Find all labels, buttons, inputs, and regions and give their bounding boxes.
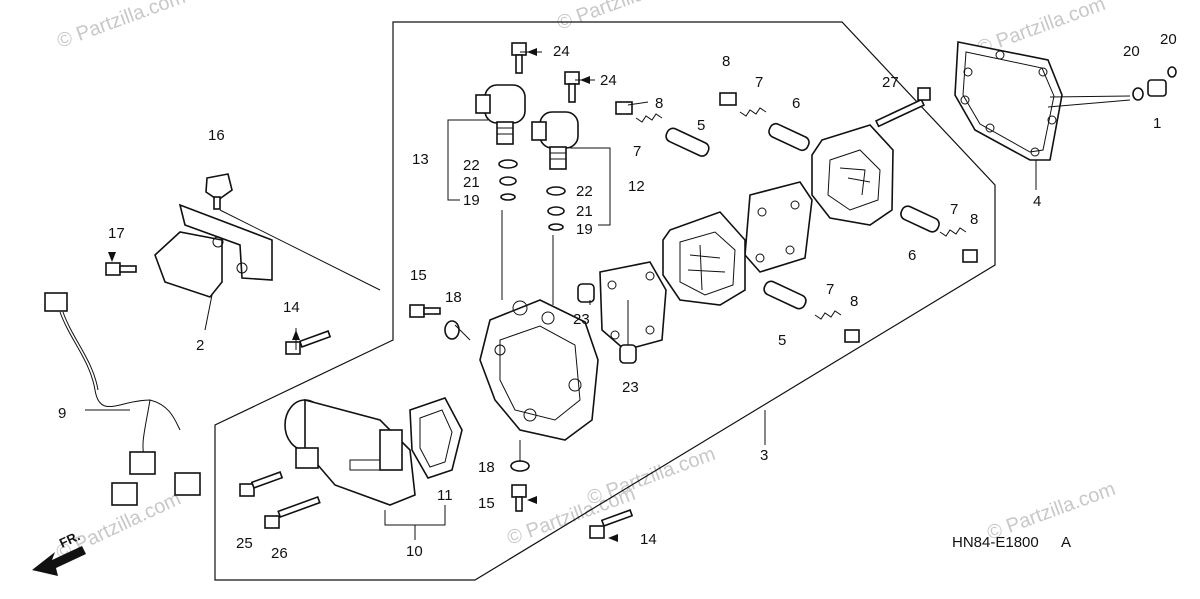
diagram-code: HN84-E1800 [952, 534, 1039, 551]
callout-8: 8 [850, 293, 858, 310]
small-bolts [105, 262, 634, 539]
callout-19: 19 [463, 192, 480, 209]
callout-14: 14 [640, 531, 657, 548]
callout-3: 3 [760, 447, 768, 464]
bolt-27 [875, 87, 931, 128]
callout-7: 7 [950, 201, 958, 218]
linear-solenoid-10 [284, 398, 416, 506]
bracket-2 [154, 203, 273, 298]
callout-4: 4 [1033, 193, 1041, 210]
callout-27: 27 [882, 74, 899, 91]
callout-21: 21 [576, 203, 593, 220]
callout-7: 7 [755, 74, 763, 91]
callout-7: 7 [633, 143, 641, 160]
callout-11: 11 [437, 487, 453, 504]
callout-6: 6 [908, 247, 916, 264]
callout-2: 2 [196, 337, 204, 354]
watermark: © Partzilla.com [584, 443, 718, 510]
callout-18: 18 [478, 459, 495, 476]
callout-7: 7 [826, 281, 834, 298]
callout-16: 16 [208, 127, 225, 144]
cover-plate [954, 41, 1063, 161]
o-rings [498, 159, 566, 231]
callout-8: 8 [970, 211, 978, 228]
callout-1: 1 [1153, 115, 1161, 132]
callout-9: 9 [58, 405, 66, 422]
main-valve-body [479, 299, 599, 441]
gasket-11 [409, 397, 463, 479]
callout-19: 19 [576, 221, 593, 238]
separator-plate [744, 181, 813, 273]
leader-lines [85, 51, 1131, 540]
callout-22: 22 [576, 183, 593, 200]
callout-15: 15 [478, 495, 495, 512]
callout-8: 8 [655, 95, 663, 112]
callout-26: 26 [271, 545, 288, 562]
callout-15: 15 [410, 267, 427, 284]
callout-18: 18 [445, 289, 462, 306]
callout-labels: 24 24 8 8 7 6 27 20 20 1 4 5 7 16 13 22 … [58, 31, 1177, 562]
clip-16 [205, 173, 233, 210]
upper-valve-body [811, 124, 894, 226]
watermark: © Partzilla.com [54, 0, 188, 53]
callout-23: 23 [622, 379, 639, 396]
callout-13: 13 [412, 151, 429, 168]
callout-21: 21 [463, 174, 480, 191]
callout-25: 25 [236, 535, 253, 552]
solenoid-12 [531, 111, 579, 170]
callout-5: 5 [697, 117, 705, 134]
solenoid-13 [475, 84, 526, 145]
callout-20: 20 [1123, 43, 1140, 60]
diagram-code-suffix: A [1061, 534, 1071, 551]
callout-14: 14 [283, 299, 300, 316]
plugs-23 [577, 283, 637, 364]
watermark: © Partzilla.com [554, 0, 688, 35]
callout-8: 8 [722, 53, 730, 70]
callout-20: 20 [1160, 31, 1177, 48]
bolts-24 [511, 42, 580, 103]
callout-22: 22 [463, 157, 480, 174]
callout-5: 5 [778, 332, 786, 349]
callout-12: 12 [628, 178, 645, 195]
leader-arrowheads [108, 48, 618, 542]
callout-6: 6 [792, 95, 800, 112]
spool-valves [615, 92, 978, 343]
wire-harness-9 [44, 292, 201, 506]
plug-parts [1132, 66, 1177, 101]
callout-10: 10 [406, 543, 423, 560]
gasket-plate [599, 261, 667, 351]
callout-24: 24 [600, 72, 617, 89]
middle-valve-body [662, 211, 746, 306]
assembly-frame [214, 21, 996, 581]
callout-24: 24 [553, 43, 570, 60]
callout-17: 17 [108, 225, 125, 242]
callout-23: 23 [573, 311, 590, 328]
